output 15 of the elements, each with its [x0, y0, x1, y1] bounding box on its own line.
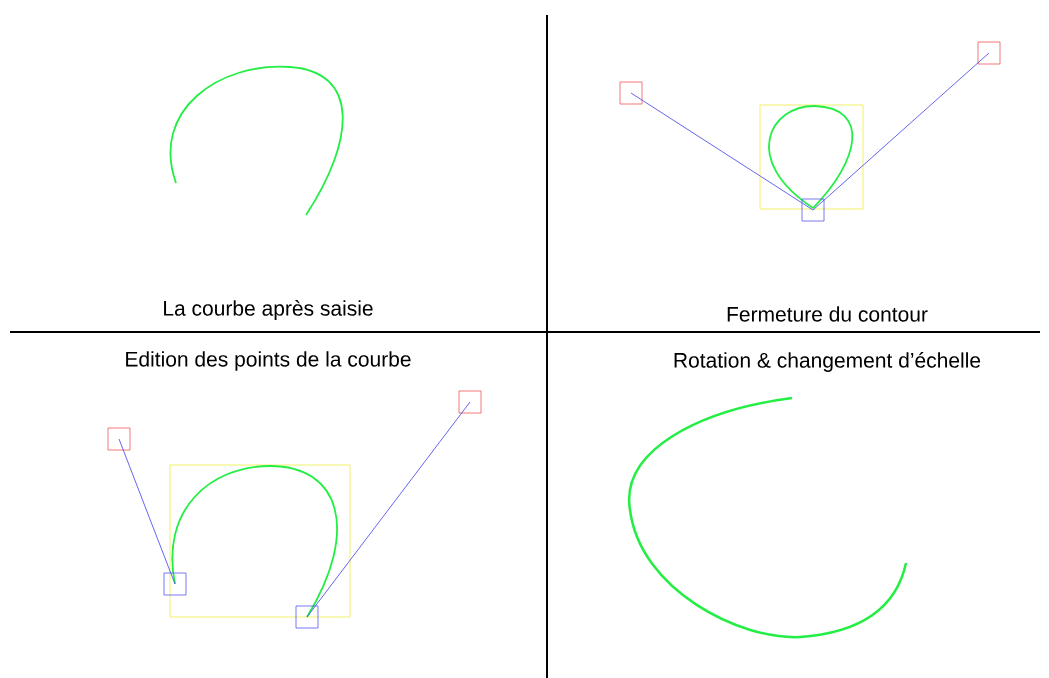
tangent-line — [118, 438, 176, 585]
control-point — [619, 81, 643, 105]
control-point — [107, 427, 131, 451]
tangent-line — [630, 92, 814, 211]
control-point — [163, 572, 187, 596]
panel-caption: Fermeture du contour — [727, 306, 928, 322]
control-point — [295, 605, 319, 629]
control-point — [458, 390, 482, 414]
control-point — [801, 198, 825, 222]
control-point — [977, 41, 1001, 65]
panel-caption: Rotation & changement d’échelle — [674, 352, 981, 372]
panel-caption: La courbe après saisie — [164, 300, 373, 320]
tangent-line — [306, 401, 471, 618]
tangent-line — [812, 52, 990, 211]
panel-caption: Edition des points de la courbe — [126, 351, 411, 371]
